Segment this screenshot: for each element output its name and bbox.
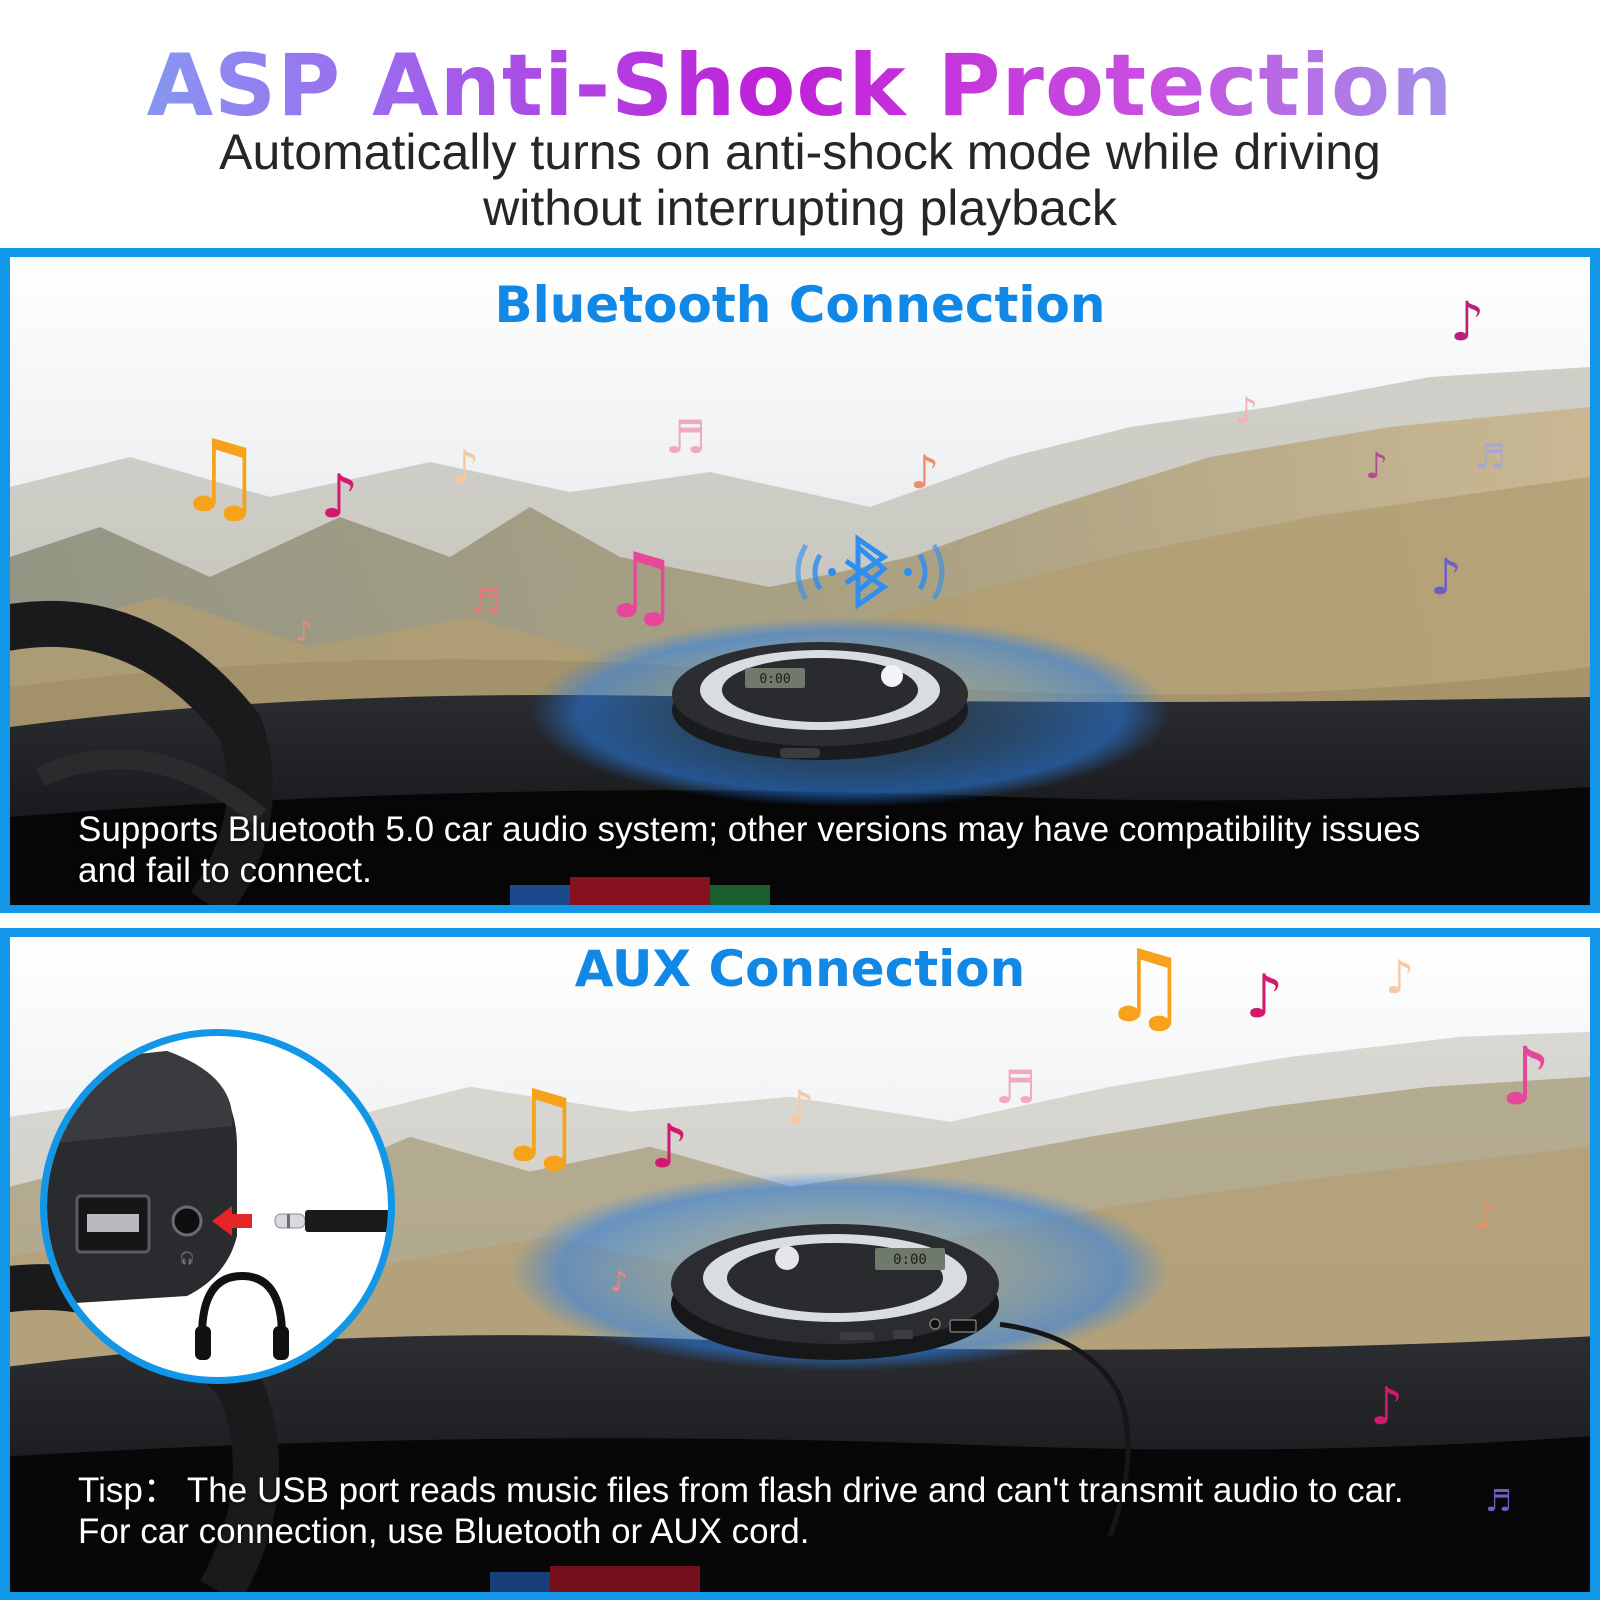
bluetooth-caption-line-1: Supports Bluetooth 5.0 car audio system;… [78, 810, 1421, 849]
subtitle-line-2: without interrupting playback [483, 180, 1117, 236]
aux-plug [274, 1210, 388, 1232]
aux-caption-line-2: For car connection, use Bluetooth or AUX… [78, 1512, 810, 1551]
aux-caption-line-1: Tisp： The USB port reads music files fro… [78, 1471, 1404, 1510]
music-note-icon: ♫ [175, 418, 265, 535]
music-note-icon: ♬ [470, 582, 501, 622]
aux-panel-title: AUX Connection [574, 940, 1026, 998]
music-note-icon: ♪ [1235, 391, 1258, 432]
music-note-icon: ♫ [600, 534, 681, 639]
music-note-icon: ♪ [650, 1112, 689, 1182]
page-title: ASP Anti-Shock Protection [0, 36, 1600, 136]
music-note-icon: ♫ [1100, 937, 1190, 1045]
music-note-icon: ♪ [320, 462, 359, 532]
headphone-port-symbol: 🎧 [180, 1251, 195, 1265]
aux-scene: AUX Connection ♫ ♪ ♪ ♪ ♫ ♪ ♪ ♬ ♪ ♪ ♪ ♬ 🎧 [10, 937, 1590, 1592]
music-note-icon: ♪ [450, 440, 480, 494]
music-note-icon: ♪ [1450, 290, 1485, 353]
player-display-text: 0:00 [893, 1252, 927, 1268]
music-note-icon: ♪ [1500, 1030, 1552, 1123]
music-note-icon: ♪ [1365, 446, 1388, 487]
music-note-icon: ♪ [1385, 950, 1415, 1004]
bluetooth-icon [795, 534, 945, 610]
aux-panel: AUX Connection ♫ ♪ ♪ ♪ ♫ ♪ ♪ ♬ ♪ ♪ ♪ ♬ 🎧 [0, 928, 1600, 1600]
music-note-icon: ♪ [910, 445, 940, 499]
music-note-icon: ♬ [1475, 437, 1506, 477]
music-note-icon: ♬ [1485, 1484, 1512, 1519]
music-note-icon: ♪ [610, 1265, 628, 1298]
music-note-icon: ♬ [995, 1060, 1037, 1114]
arrow-left-icon [212, 1206, 252, 1236]
aux-caption: Tisp： The USB port reads music files fro… [78, 1470, 1558, 1552]
music-note-icon: ♪ [1430, 548, 1462, 606]
headphones-icon [195, 1271, 289, 1360]
player-display [745, 668, 805, 688]
bluetooth-panel-title: Bluetooth Connection [494, 276, 1106, 334]
music-note-icon: ♪ [1475, 1197, 1497, 1237]
bluetooth-scene: Bluetooth Connection ♫ ♪ ♪ ♬ ♪ ♪ ♪ ♪ ♬ ♪… [10, 257, 1590, 905]
music-note-icon: ♪ [1370, 1377, 1404, 1437]
cd-player: 0:00 [672, 642, 968, 760]
bluetooth-caption: Supports Bluetooth 5.0 car audio system;… [78, 809, 1558, 891]
music-note-icon: ♫ [495, 1068, 585, 1185]
music-note-icon: ♪ [785, 1080, 815, 1134]
music-note-icon: ♬ [665, 410, 707, 464]
player-display [875, 1248, 945, 1270]
bluetooth-panel: Bluetooth Connection ♫ ♪ ♪ ♬ ♪ ♪ ♪ ♪ ♬ ♪… [0, 248, 1600, 913]
aux-port-illustration: 🎧 [47, 1051, 388, 1360]
music-note-icon: ♪ [295, 615, 313, 648]
header: ASP Anti-Shock Protection Automatically … [0, 0, 1600, 248]
bluetooth-caption-line-2: and fail to connect. [78, 851, 372, 890]
player-display-text: 0:00 [759, 672, 790, 687]
aux-port-closeup: 🎧 [40, 1029, 395, 1384]
cd-player: 0:00 [671, 1224, 999, 1360]
music-note-icon: ♪ [1245, 962, 1284, 1032]
subtitle-line-1: Automatically turns on anti-shock mode w… [219, 124, 1381, 180]
